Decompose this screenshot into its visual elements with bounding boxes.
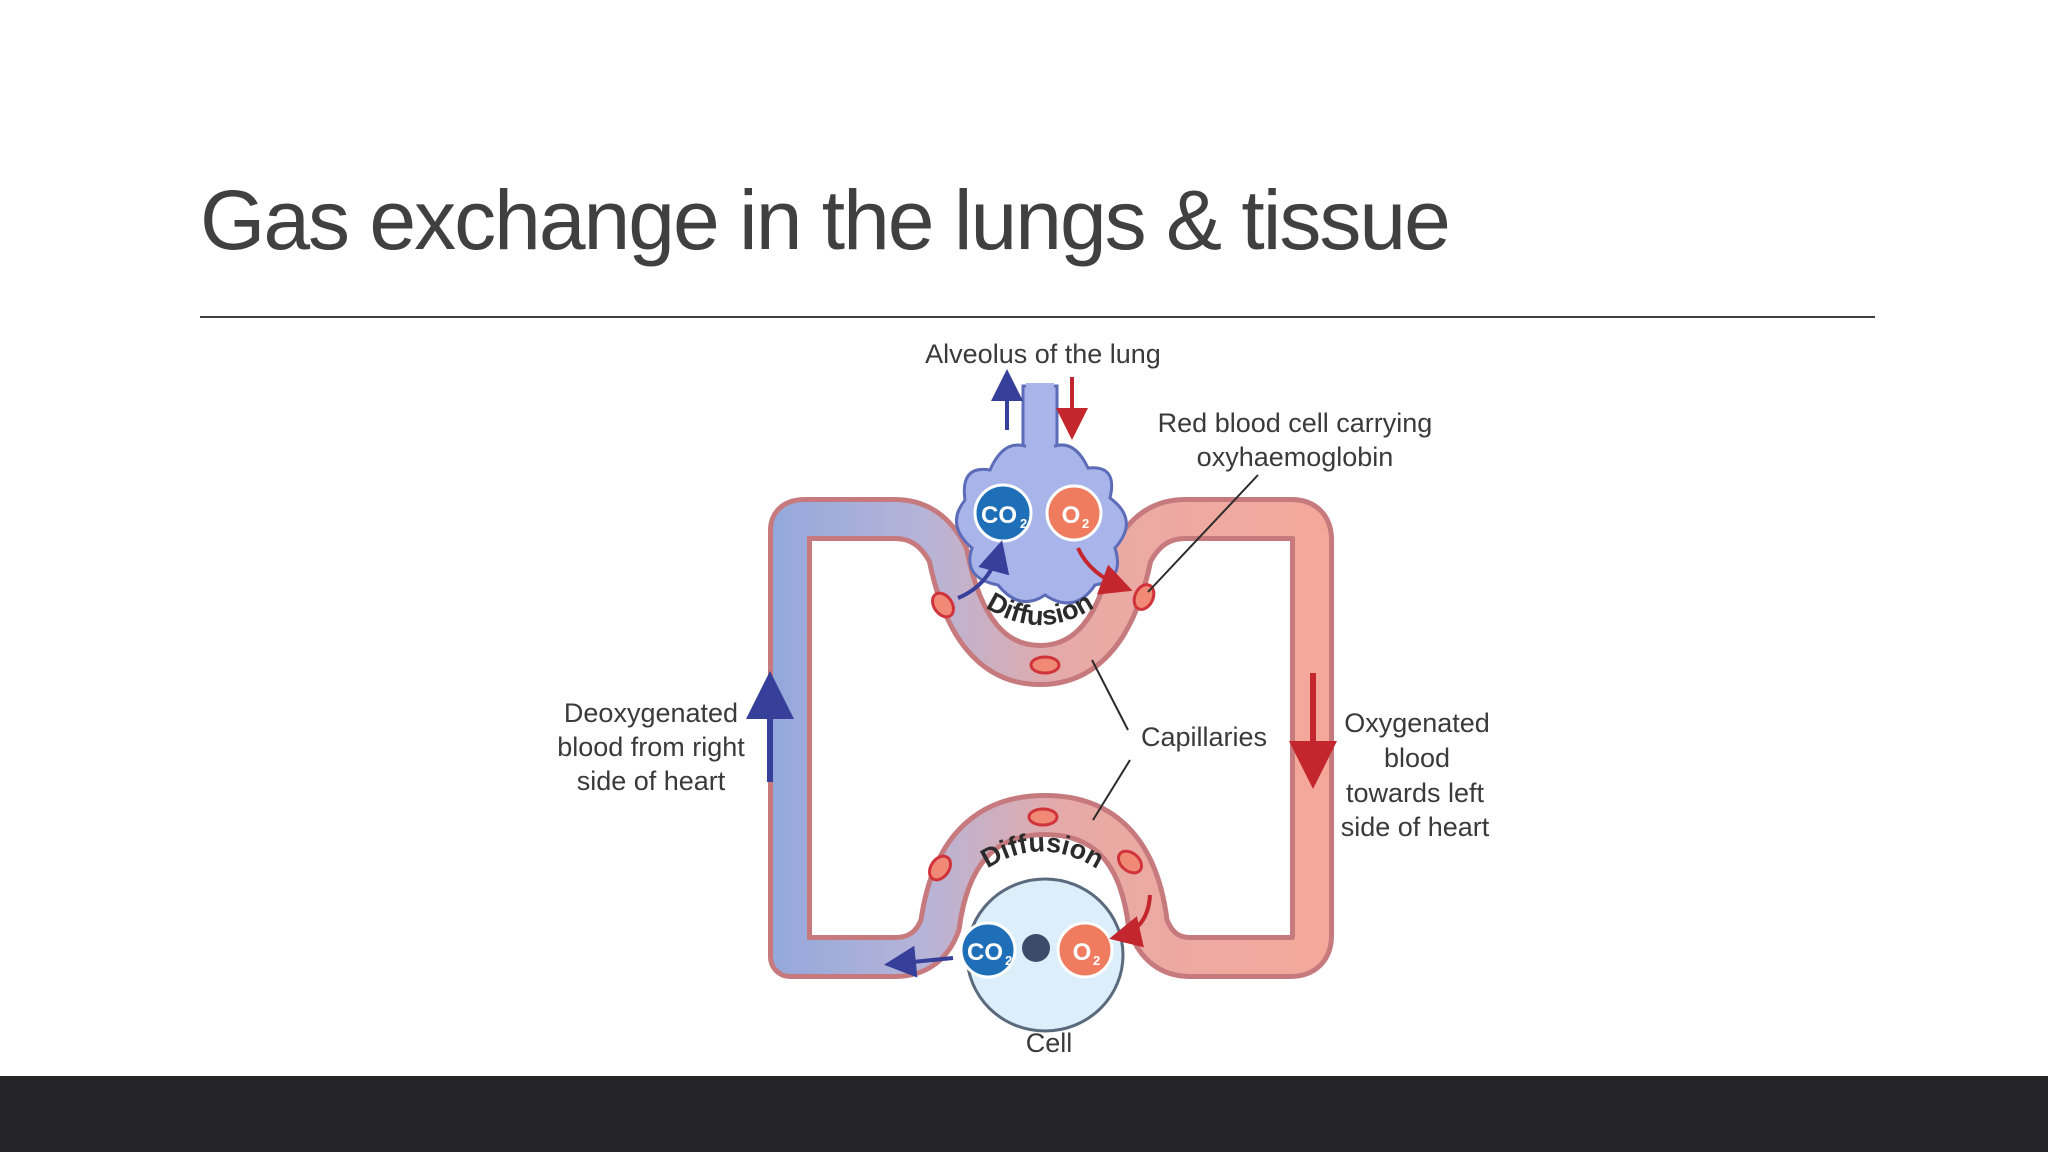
flow-arrows bbox=[746, 369, 1337, 978]
red-blood-cell bbox=[928, 854, 952, 882]
red-blood-cell bbox=[931, 591, 955, 619]
deoxygenated-label-line1: Deoxygenated bbox=[564, 698, 738, 728]
svg-text:O: O bbox=[1062, 502, 1081, 529]
red-blood-cell bbox=[1029, 655, 1061, 675]
o2-into-cell-arrow bbox=[1109, 894, 1152, 948]
svg-text:2: 2 bbox=[1020, 516, 1027, 531]
svg-text:2: 2 bbox=[1005, 953, 1012, 968]
oxygenated-label-line3: towards left bbox=[1346, 778, 1485, 808]
red-blood-cells bbox=[928, 583, 1156, 882]
red-blood-cell-label-line2: oxyhaemoglobin bbox=[1197, 442, 1394, 472]
red-blood-cell bbox=[1116, 849, 1144, 875]
oxygenated-label-line4: side of heart bbox=[1341, 812, 1490, 842]
gas-exchange-diagram: CO 2 O 2 CO 2 O 2 Diffusion Diffusion bbox=[557, 339, 1490, 1058]
o2-molecule-alveolus: O 2 bbox=[1045, 484, 1103, 542]
leader-lines bbox=[1091, 474, 1259, 821]
svg-text:2: 2 bbox=[1082, 516, 1089, 531]
capillaries-label: Capillaries bbox=[1141, 722, 1267, 752]
o2-into-blood-arrow bbox=[1076, 547, 1133, 595]
deoxygenated-label-line2: blood from right bbox=[557, 732, 745, 762]
alveolus-label: Alveolus of the lung bbox=[925, 339, 1161, 369]
o2-molecule-cell: O 2 bbox=[1056, 921, 1114, 979]
red-blood-cell-label-line1: Red blood cell carrying bbox=[1158, 408, 1433, 438]
deoxygenated-label-line3: side of heart bbox=[577, 766, 726, 796]
oxygenated-label-line2: blood bbox=[1384, 743, 1450, 773]
co2-molecule-alveolus: CO 2 bbox=[973, 483, 1033, 543]
svg-text:CO: CO bbox=[967, 939, 1003, 966]
co2-out-of-cell-arrow bbox=[884, 945, 954, 978]
footer-bar bbox=[0, 1076, 2048, 1152]
title-divider bbox=[200, 316, 1875, 318]
svg-text:CO: CO bbox=[981, 502, 1017, 529]
svg-text:2: 2 bbox=[1093, 953, 1100, 968]
co2-into-alveolus-arrow bbox=[957, 540, 1010, 600]
co2-molecule-cell: CO 2 bbox=[959, 921, 1017, 979]
cell-label: Cell bbox=[1026, 1028, 1073, 1058]
slide-title: Gas exchange in the lungs & tissue bbox=[200, 173, 1451, 267]
red-blood-cell bbox=[1027, 807, 1059, 827]
svg-text:O: O bbox=[1073, 939, 1092, 966]
oxygenated-label-line1: Oxygenated bbox=[1344, 708, 1490, 738]
cell-nucleus bbox=[1022, 934, 1050, 962]
blood-vessel-loop bbox=[768, 497, 1334, 979]
